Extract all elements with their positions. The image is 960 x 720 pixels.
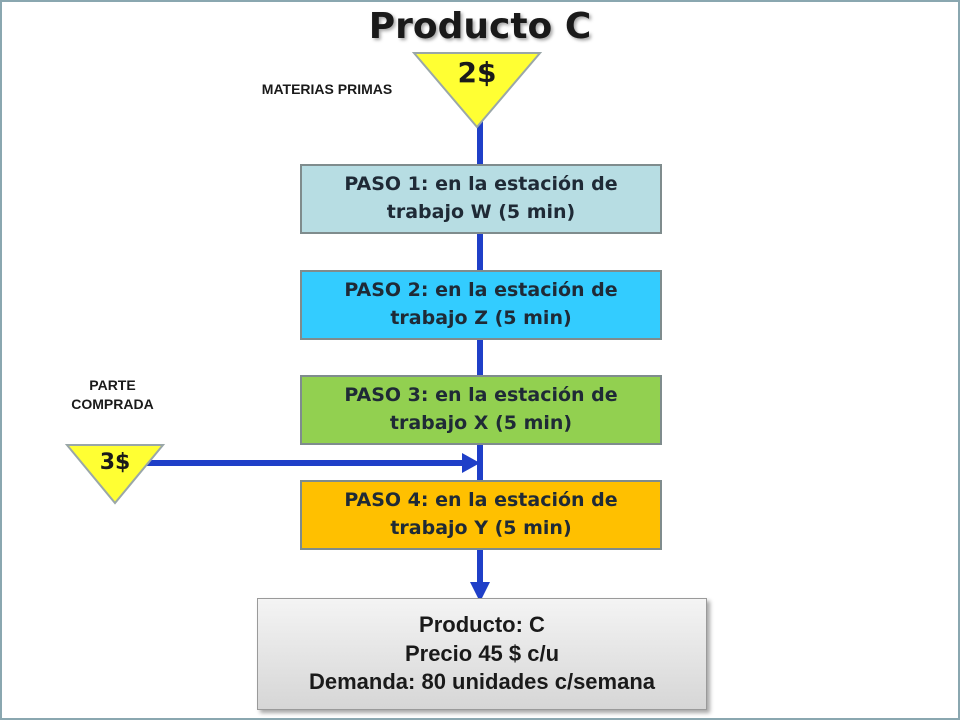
step-2-box: PASO 2: en la estación de trabajo Z (5 m… <box>300 270 662 340</box>
product-demand: Demanda: 80 unidades c/semana <box>308 669 656 695</box>
purchased-part-label: PARTE COMPRADA <box>40 376 185 414</box>
product-name: Producto: C <box>419 612 545 638</box>
main-flow-arrowhead <box>470 582 490 602</box>
purchased-part-label-line2: COMPRADA <box>71 395 154 412</box>
purchased-part-label-line1: PARTE <box>89 377 136 393</box>
raw-materials-label: MATERIAS PRIMAS <box>261 81 393 97</box>
raw-materials-cost: 2$ <box>457 56 497 89</box>
purchased-part-arrowhead <box>462 453 480 473</box>
purchased-part-cost: 3$ <box>99 450 131 475</box>
diagram-title: Producto C <box>368 6 592 47</box>
product-price: Precio 45 $ c/u <box>404 640 560 666</box>
purchased-part-triangle <box>64 444 166 505</box>
product-summary-box: Producto: C Precio 45 $ c/u Demanda: 80 … <box>257 598 707 710</box>
step-3-box: PASO 3: en la estación de trabajo X (5 m… <box>300 375 662 445</box>
raw-materials-triangle <box>411 52 543 129</box>
step-4-box: PASO 4: en la estación de trabajo Y (5 m… <box>300 480 662 550</box>
step-1-box: PASO 1: en la estación de trabajo W (5 m… <box>300 164 662 234</box>
